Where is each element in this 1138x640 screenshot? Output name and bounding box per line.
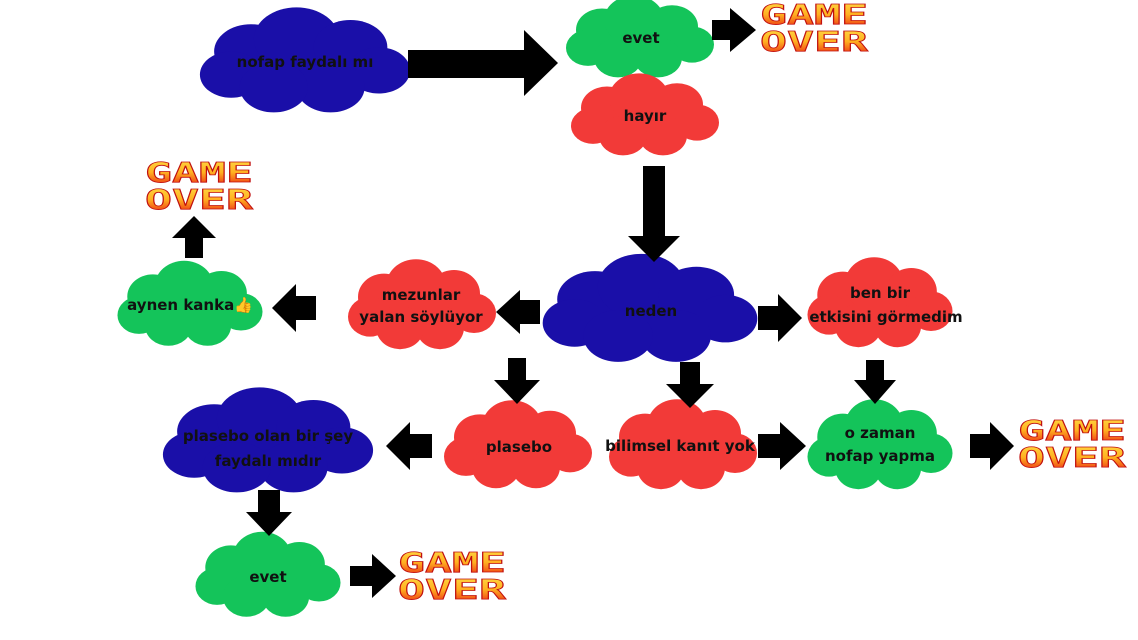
node-graduates-line1: mezunlar — [382, 286, 461, 304]
node-no-effect-line1: ben bir — [850, 284, 911, 302]
node-placebo-label: plasebo — [486, 438, 552, 456]
cloud-then — [807, 399, 953, 490]
node-graduates-line2: yalan söylüyor — [359, 308, 483, 326]
game-over-logo-right: GAME OVER — [1018, 414, 1127, 475]
game-over-bottom-line1: GAME — [398, 546, 506, 579]
game-over-top-right-line1: GAME — [760, 0, 868, 31]
node-no-effect-line2: etkisini görmedim — [809, 308, 962, 326]
arrow-no-effect-to-then — [854, 360, 896, 404]
node-then-line1: o zaman — [845, 424, 916, 442]
arrow-why-to-no-evidence — [666, 362, 714, 408]
game-over-logo-top-left: GAME OVER — [145, 156, 254, 217]
game-over-bottom-line2: OVER — [398, 573, 506, 606]
game-over-right-line1: GAME — [1018, 414, 1126, 447]
game-over-right-line2: OVER — [1018, 441, 1126, 474]
arrow-no-to-why — [628, 166, 680, 262]
arrow-placebo-useful-to-yes — [246, 490, 292, 536]
arrow-why-to-placebo — [494, 358, 540, 404]
node-why-label: neden — [625, 302, 677, 320]
game-over-logo-top-right: GAME OVER — [760, 0, 869, 58]
arrow-question-to-yes — [408, 30, 558, 96]
arrow-placebo-to-placebo-useful — [386, 422, 432, 470]
node-agree-label: aynen kanka👍 — [127, 296, 253, 314]
cloud-no-effect — [807, 257, 953, 348]
arrow-why-to-no-effect — [758, 294, 802, 342]
arrow-why-to-graduates — [496, 290, 540, 334]
arrow-graduates-to-agree — [272, 284, 316, 332]
cloud-graduates — [348, 259, 496, 350]
node-then-line2: nofap yapma — [825, 447, 935, 465]
node-yes-top-label: evet — [622, 29, 659, 47]
arrow-no-evidence-to-then — [758, 422, 806, 470]
arrow-yes-to-gameover-1 — [712, 8, 756, 52]
node-question-label: nofap faydalı mı — [237, 53, 374, 71]
node-no-evidence-label: bilimsel kanıt yok — [605, 437, 756, 455]
arrow-then-to-gameover — [970, 422, 1014, 470]
node-no-top-label: hayır — [624, 107, 667, 125]
arrow-agree-to-gameover — [172, 216, 216, 258]
game-over-top-left-line2: OVER — [145, 183, 253, 216]
node-placebo-useful-line1: plasebo olan bir şey — [183, 427, 353, 445]
arrow-yes-bottom-to-gameover — [350, 554, 396, 598]
game-over-logo-bottom: GAME OVER — [398, 546, 507, 607]
node-yes-bottom-label: evet — [249, 568, 286, 586]
game-over-top-left-line1: GAME — [145, 156, 253, 189]
node-placebo-useful-line2: faydalı mıdır — [215, 452, 322, 470]
game-over-top-right-line2: OVER — [760, 25, 868, 58]
